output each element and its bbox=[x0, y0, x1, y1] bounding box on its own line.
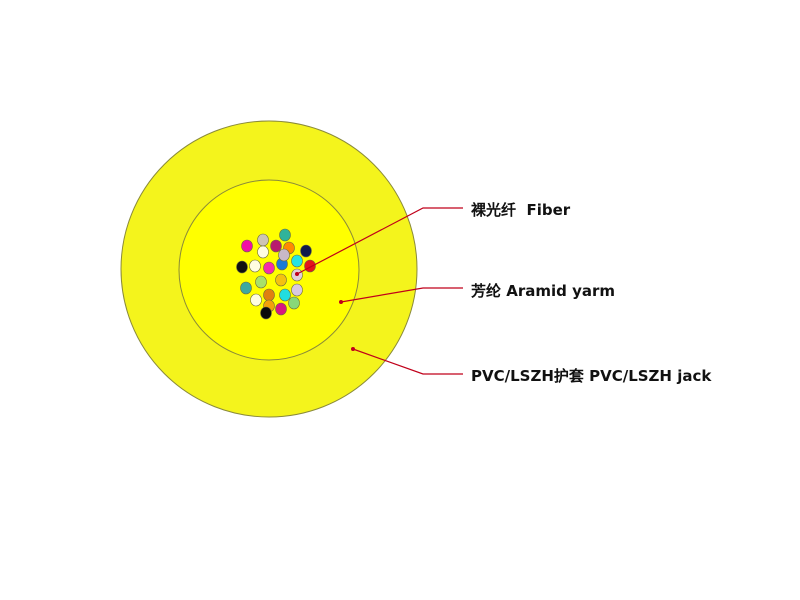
fiber-strand bbox=[260, 306, 272, 320]
fiber-bundle bbox=[236, 228, 316, 320]
leader-line-aramid bbox=[340, 287, 463, 303]
fiber-strand bbox=[249, 259, 261, 273]
jacket-label: PVC/LSZH护套 PVC/LSZH jack bbox=[471, 367, 712, 385]
fiber-strand bbox=[255, 275, 267, 289]
fiber-strand bbox=[304, 259, 316, 273]
fiber-strand bbox=[263, 261, 275, 275]
fiber-strand bbox=[278, 248, 290, 262]
fiber-strand bbox=[241, 239, 253, 253]
fiber-strand bbox=[257, 233, 269, 247]
leader-lines bbox=[295, 207, 463, 375]
fiber-strand bbox=[275, 302, 287, 316]
fiber-strand bbox=[279, 228, 291, 242]
fiber-label: 裸光纤 Fiber bbox=[471, 201, 571, 219]
fiber-strand bbox=[236, 260, 248, 274]
fiber-strand bbox=[291, 254, 303, 268]
aramid-yarn-label: 芳纶 Aramid yarm bbox=[471, 282, 616, 300]
fiber-strand bbox=[250, 293, 262, 307]
fiber-strand bbox=[291, 283, 303, 297]
fiber-strand bbox=[257, 245, 269, 259]
fiber-strand bbox=[240, 281, 252, 295]
fiber-strand bbox=[263, 288, 275, 302]
fiber-strand bbox=[288, 296, 300, 310]
leader-dot-jacket bbox=[351, 347, 355, 351]
fiber-strand bbox=[279, 288, 291, 302]
leader-line-jacket bbox=[352, 348, 463, 375]
leader-dot-fiber bbox=[295, 272, 299, 276]
leader-line-fiber bbox=[296, 207, 463, 275]
leader-dot-aramid bbox=[339, 300, 343, 304]
fiber-strand bbox=[275, 273, 287, 287]
fiber-strand bbox=[300, 244, 312, 258]
fiber-strand bbox=[270, 239, 282, 253]
